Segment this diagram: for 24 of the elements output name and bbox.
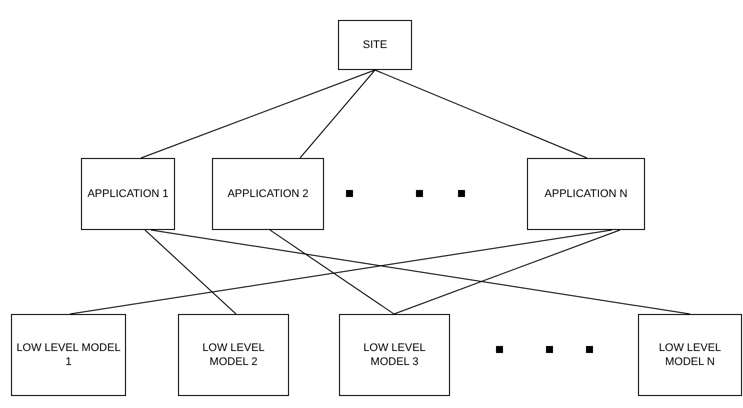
process-box [338, 20, 412, 70]
connector-line [140, 70, 376, 158]
process-box [339, 314, 450, 396]
box-label: APPLICATION N [544, 187, 628, 201]
connector-line [394, 230, 620, 314]
process-box [638, 314, 742, 396]
process-box [178, 314, 289, 396]
connector-line [144, 230, 236, 314]
process-box [527, 158, 645, 230]
box-label: SITE [362, 38, 388, 52]
connector-line [270, 230, 394, 314]
connector-line [150, 230, 690, 314]
box-label: LOW LEVEL MODEL N [658, 341, 722, 369]
connector-line [300, 70, 376, 158]
process-box [81, 158, 175, 230]
box-label: APPLICATION 1 [87, 187, 169, 201]
box-label: LOW LEVEL MODEL 3 [362, 341, 427, 369]
box-label: APPLICATION 2 [227, 187, 309, 201]
process-box [11, 314, 126, 396]
box-label: LOW LEVEL MODEL 2 [201, 341, 266, 369]
box-label: LOW LEVEL MODEL 1 [16, 341, 121, 369]
connector-line [374, 70, 588, 158]
connector-line [70, 230, 612, 314]
process-box [212, 158, 324, 230]
